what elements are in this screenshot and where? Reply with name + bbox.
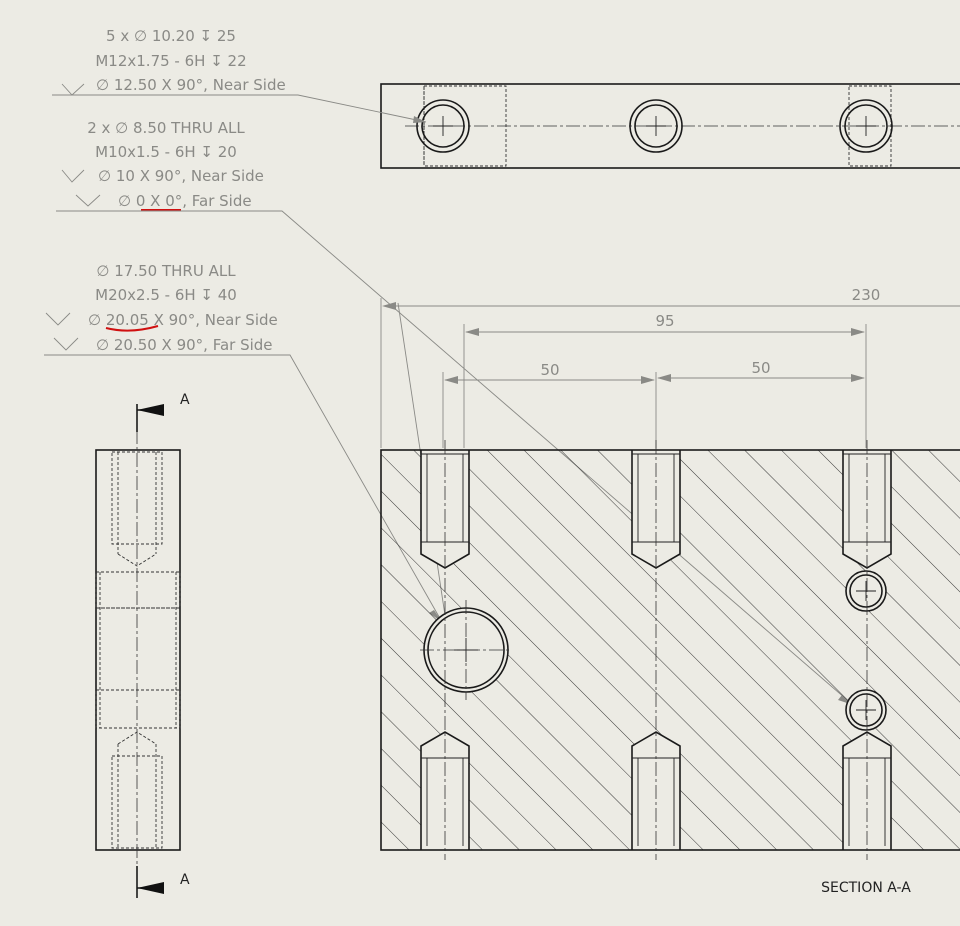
callout-3-line-3: ∅ 20.05 X 90°, Near Side (88, 311, 278, 329)
dimension-230[interactable]: 230 (380, 286, 960, 448)
callout-3-line-4: ∅ 20.50 X 90°, Far Side (96, 336, 273, 354)
dimension-95[interactable]: 95 (463, 312, 867, 448)
dimension-50-right[interactable]: 50 (657, 359, 865, 382)
callout-1-line-3: ∅ 12.50 X 90°, Near Side (96, 76, 286, 94)
callout-3-line-1: ∅ 17.50 THRU ALL (96, 262, 236, 280)
countersink-icon (53, 337, 79, 351)
dimension-50-left[interactable]: 50 (442, 361, 657, 448)
hole-callout-1[interactable]: 5 x ∅ 10.20 ↧ 25 M12x1.75 - 6H ↧ 22 ∅ 12… (52, 27, 427, 123)
dim-95-text: 95 (655, 312, 674, 330)
callout-2-line-3: ∅ 10 X 90°, Near Side (98, 167, 264, 185)
section-marker-bottom: A (136, 866, 190, 898)
tapped-hole-bottom-2 (631, 731, 681, 850)
countersink-icon (45, 312, 71, 326)
section-marker-top: A (136, 392, 190, 432)
callout-1-line-1: 5 x ∅ 10.20 ↧ 25 (106, 27, 236, 45)
callout-2-line-1: 2 x ∅ 8.50 THRU ALL (87, 119, 245, 137)
callout-3-line-2: M20x2.5 - 6H ↧ 40 (95, 286, 237, 304)
countersink-icon (61, 83, 85, 96)
callout-1-line-2: M12x1.75 - 6H ↧ 22 (95, 52, 246, 70)
small-through-hole-1 (845, 570, 887, 612)
section-label: SECTION A-A (821, 880, 911, 896)
red-underline-markup (105, 325, 159, 332)
dim-230-text: 230 (852, 286, 881, 304)
countersink-icon (61, 169, 85, 183)
top-view (380, 83, 960, 169)
hole-callout-2[interactable]: 2 x ∅ 8.50 THRU ALL M10x1.5 - 6H ↧ 20 ∅ … (56, 119, 854, 706)
section-marker-letter: A (180, 392, 190, 408)
section-marker-letter: A (180, 872, 190, 888)
dim-50-left-text: 50 (540, 361, 559, 379)
countersink-icon (75, 194, 101, 207)
section-view (380, 440, 960, 860)
dim-50-right-text: 50 (751, 359, 770, 377)
callout-2-line-4: ∅ 0 X 0°, Far Side (118, 192, 252, 210)
side-view (95, 430, 181, 870)
small-through-hole-2 (845, 689, 887, 731)
callout-2-line-2: M10x1.5 - 6H ↧ 20 (95, 143, 237, 161)
